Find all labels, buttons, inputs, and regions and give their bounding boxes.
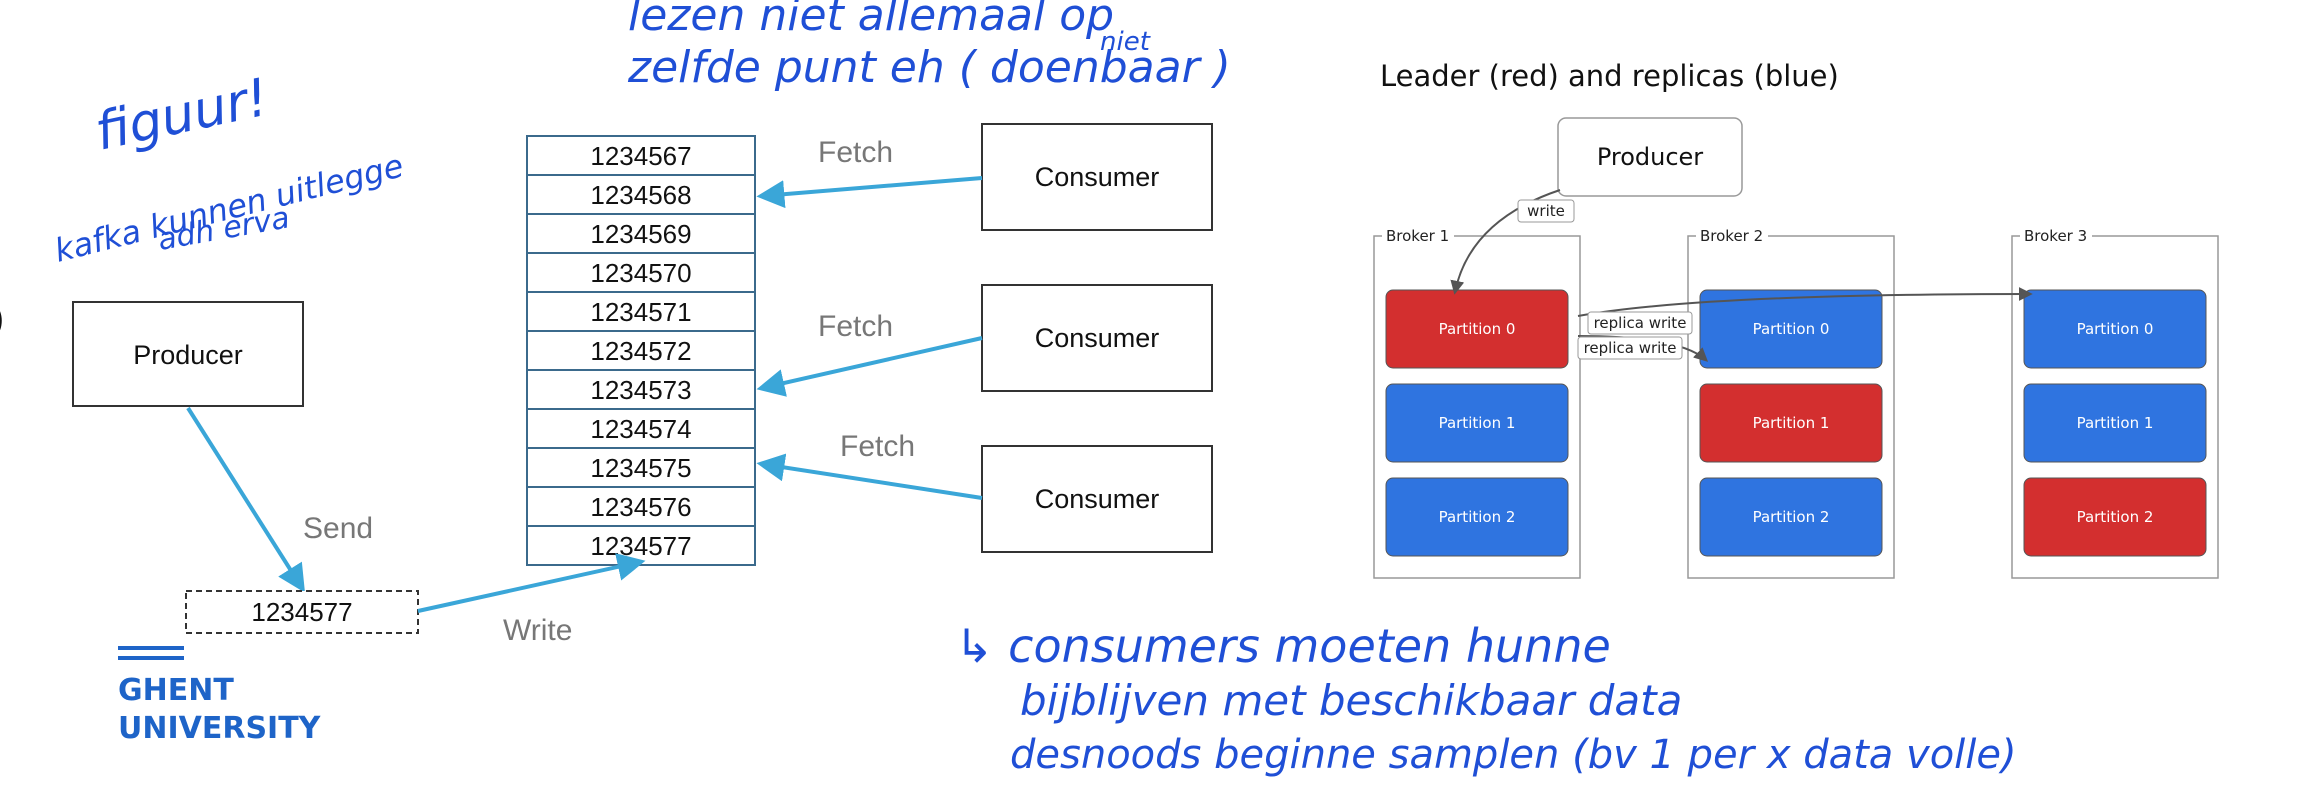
annotation-top-insert: niet — [1100, 27, 1151, 57]
annotation-left-line2: kafka kunnen uitlegge — [51, 146, 407, 269]
partition-box — [1385, 383, 1569, 463]
partition-label: Partition 0 — [1439, 320, 1516, 338]
write-badge — [1517, 199, 1575, 223]
replica-write-label: replica write — [1584, 339, 1677, 357]
cropped-edge-glyph: ) — [0, 297, 4, 338]
fetch-arrow — [756, 336, 983, 397]
write-arrow — [1450, 189, 1561, 295]
diagram-title: Leader (red) and replicas (blue) — [1380, 59, 1839, 93]
logo-line2: UNIVERSITY — [118, 711, 322, 746]
consumer-box — [981, 445, 1213, 553]
partition-box — [1699, 289, 1883, 369]
log-entry: 1234573 — [590, 375, 691, 405]
send-label: Send — [303, 512, 373, 545]
write-label: Write — [503, 614, 572, 647]
log-cell — [526, 135, 756, 176]
write-label: write — [1527, 202, 1565, 220]
fetch-label: Fetch — [840, 430, 915, 463]
partition-box — [2023, 383, 2207, 463]
log-diagram: Producer 1234567123456812345691234570123… — [72, 123, 1213, 647]
partition-label: Partition 2 — [1439, 508, 1516, 526]
broker-label-bg — [2020, 226, 2092, 246]
partition-box — [1699, 383, 1883, 463]
broker-label: Broker 1 — [1386, 227, 1449, 245]
consumer-box — [981, 123, 1213, 231]
log-entry: 1234572 — [590, 336, 691, 366]
fetch-label: Fetch — [818, 310, 893, 343]
write-arrow — [417, 553, 646, 613]
brokers: Broker 1 Partition 0 Partition 1 Partition … — [1373, 226, 2219, 579]
broker-label-bg — [1382, 226, 1454, 246]
broker-frame — [1687, 235, 1895, 579]
log-entry: 1234576 — [590, 492, 691, 522]
annotation-top-line2: zelfde punt eh ( doenbaar ) — [627, 42, 1231, 93]
log-cell — [526, 447, 756, 488]
log-entry: 1234571 — [590, 297, 691, 327]
logo-bar — [118, 656, 184, 660]
send-arrow — [186, 406, 305, 593]
producer-box — [1557, 117, 1743, 197]
log-entry: 1234575 — [590, 453, 691, 483]
consumer-label: Consumer — [1035, 162, 1160, 192]
broker-frame — [2011, 235, 2219, 579]
partition-box — [1699, 477, 1883, 557]
fetch-arrow — [756, 176, 983, 209]
broker-label-bg — [1696, 226, 1768, 246]
log-cell — [526, 252, 756, 293]
partition-label: Partition 0 — [1753, 320, 1830, 338]
fetch-arrow — [756, 453, 983, 500]
log-entry: 1234574 — [590, 414, 691, 444]
producer-box — [72, 301, 304, 407]
replica-write-badge — [1587, 311, 1693, 335]
log-cell — [526, 369, 756, 410]
producer-label: Producer — [1597, 143, 1703, 171]
partition-label: Partition 1 — [1753, 414, 1830, 432]
log-entry: 1234570 — [590, 258, 691, 288]
partition-box — [2023, 289, 2207, 369]
partition-label: Partition 2 — [1753, 508, 1830, 526]
partition-box — [1385, 477, 1569, 557]
log-stack: 1234567 1234568 1234569 1234570 1234571 12345… — [526, 135, 756, 566]
consumer-box — [981, 284, 1213, 392]
log-entry: 1234569 — [590, 219, 691, 249]
log-entry: 1234568 — [590, 180, 691, 210]
replica-write-label: replica write — [1594, 314, 1687, 332]
logo-bar — [118, 646, 184, 650]
replica-write-arrow — [1577, 287, 2033, 317]
broker-frame — [1373, 235, 1581, 579]
consumer-label: Consumer — [1035, 484, 1160, 514]
annotation-left-line1: figuur! — [90, 68, 273, 163]
annotation-top-line1: lezen niet allemaal op — [628, 0, 1114, 41]
fetch-label: Fetch — [818, 136, 893, 169]
log-cell — [526, 291, 756, 332]
partition-box — [1385, 289, 1569, 369]
partition-box — [2023, 477, 2207, 557]
replication-diagram: Leader (red) and replicas (blue) Produce… — [1373, 59, 2219, 579]
partition-label: Partition 1 — [2077, 414, 2154, 432]
log-entry: 1234577 — [590, 531, 691, 561]
partition-label: Partition 0 — [2077, 320, 2154, 338]
producer-label: Producer — [133, 340, 243, 370]
partition-label: Partition 1 — [1439, 414, 1516, 432]
log-cell — [526, 213, 756, 254]
broker-label: Broker 2 — [1700, 227, 1763, 245]
pending-message-label: 1234577 — [251, 597, 352, 627]
ghent-university-logo: GHENT UNIVERSITY — [118, 646, 322, 746]
consumer-label: Consumer — [1035, 323, 1160, 353]
logo-line1: GHENT — [118, 673, 234, 708]
pending-message-box — [185, 590, 419, 634]
log-cell — [526, 330, 756, 371]
replica-write-badge — [1577, 336, 1683, 360]
broker-label: Broker 3 — [2024, 227, 2087, 245]
annotation-bottom-line2: bijblijven met beschikbaar data — [1020, 676, 1682, 725]
annotation-bottom-line1: ↳ consumers moeten hunne — [955, 619, 1611, 673]
partition-label: Partition 2 — [2077, 508, 2154, 526]
annotation-bottom-line3: desnoods beginne samplen (bv 1 per x dat… — [1010, 732, 2017, 778]
log-entry: 1234567 — [590, 141, 691, 171]
